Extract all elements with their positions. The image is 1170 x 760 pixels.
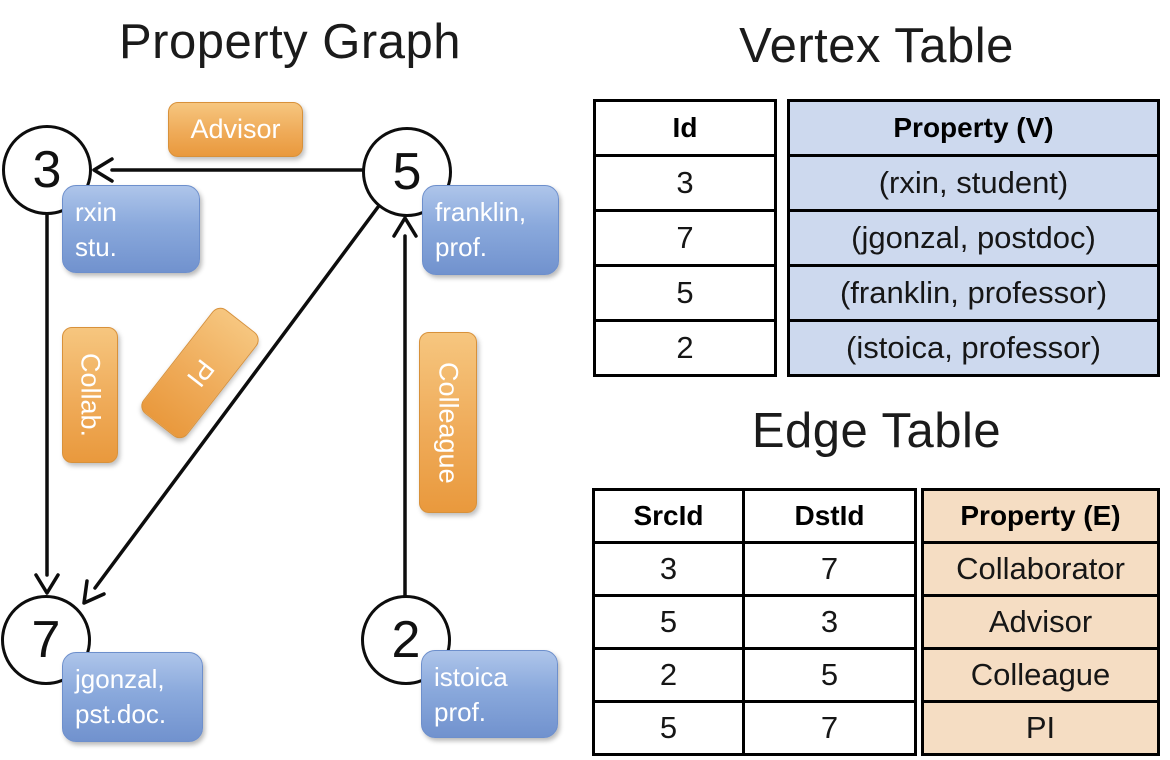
- edge-table-srcid-cell: 3: [595, 541, 742, 594]
- edge-table-ids: SrcId 3 5 2 5 DstId 7 3 5 7: [592, 488, 917, 756]
- edge-table-property-cell: Colleague: [924, 647, 1157, 700]
- vertex-table-property-column: Property (V) (rxin, student) (jgonzal, p…: [787, 99, 1160, 377]
- vertex-box-istoica: istoica prof.: [421, 650, 558, 738]
- graph-edges-svg: [34, 157, 418, 605]
- vertex-box-jgonzal: jgonzal, pst.doc.: [62, 652, 203, 742]
- vertex-table-id-cell: 5: [596, 264, 774, 319]
- vertex-table-property-cell: (franklin, professor): [790, 264, 1157, 319]
- property-graph-title: Property Graph: [119, 15, 461, 69]
- edge-colleague-arrowhead: [392, 216, 418, 238]
- edge-table-dstid-cell: 7: [745, 541, 914, 594]
- vertex-table-title: Vertex Table: [739, 19, 1014, 73]
- vertex-box-franklin: franklin, prof.: [422, 185, 559, 275]
- vertex-table-property-cell: (rxin, student): [790, 154, 1157, 209]
- edge-table-srcid-column: SrcId 3 5 2 5: [595, 491, 742, 753]
- vertex-table-property-header: Property (V): [893, 112, 1054, 143]
- graph-node-2: 2: [361, 595, 451, 685]
- vertex-table-property-cell: (istoica, professor): [790, 319, 1157, 374]
- edge-table-dstid-column: DstId 7 3 5 7: [745, 491, 914, 753]
- edge-table-property-cell: PI: [924, 700, 1157, 753]
- vertex-table-id-column: Id 3 7 5 2: [593, 99, 777, 377]
- edge-table-dstid-cell: 7: [745, 700, 914, 753]
- edge-table-srcid-cell: 2: [595, 647, 742, 700]
- edge-label-advisor: Advisor: [168, 102, 303, 157]
- edge-table-title: Edge Table: [751, 404, 1002, 458]
- edge-table-srcid-cell: 5: [595, 700, 742, 753]
- edge-table-property-header: Property (E): [960, 500, 1121, 531]
- edge-table-srcid-cell: 5: [595, 594, 742, 647]
- edge-table-dstid-cell: 3: [745, 594, 914, 647]
- edge-pi-line: [93, 205, 380, 590]
- edge-table-property-cell: Collaborator: [924, 541, 1157, 594]
- vertex-table-property-cell: (jgonzal, postdoc): [790, 209, 1157, 264]
- vertex-table-id-cell: 2: [596, 319, 774, 374]
- vertex-table-id-cell: 7: [596, 209, 774, 264]
- edge-pi-arrowhead: [82, 579, 106, 605]
- edge-table-column-divider: [742, 491, 745, 753]
- edge-label-collab: Collab.: [62, 327, 118, 463]
- edge-advisor-arrowhead: [92, 157, 114, 183]
- edge-table-srcid-header: SrcId: [633, 500, 704, 531]
- edge-table-property-cell: Advisor: [924, 594, 1157, 647]
- edge-table-property-column: Property (E) Collaborator Advisor Collea…: [921, 488, 1160, 756]
- vertex-table-id-cell: 3: [596, 154, 774, 209]
- edge-table-dstid-header: DstId: [794, 500, 865, 531]
- vertex-table-id-header: Id: [672, 112, 698, 143]
- vertex-box-rxin: rxin stu.: [62, 185, 200, 273]
- edge-table-dstid-cell: 5: [745, 647, 914, 700]
- edge-collab-arrowhead: [34, 573, 60, 595]
- edge-label-colleague: Colleague: [419, 332, 477, 513]
